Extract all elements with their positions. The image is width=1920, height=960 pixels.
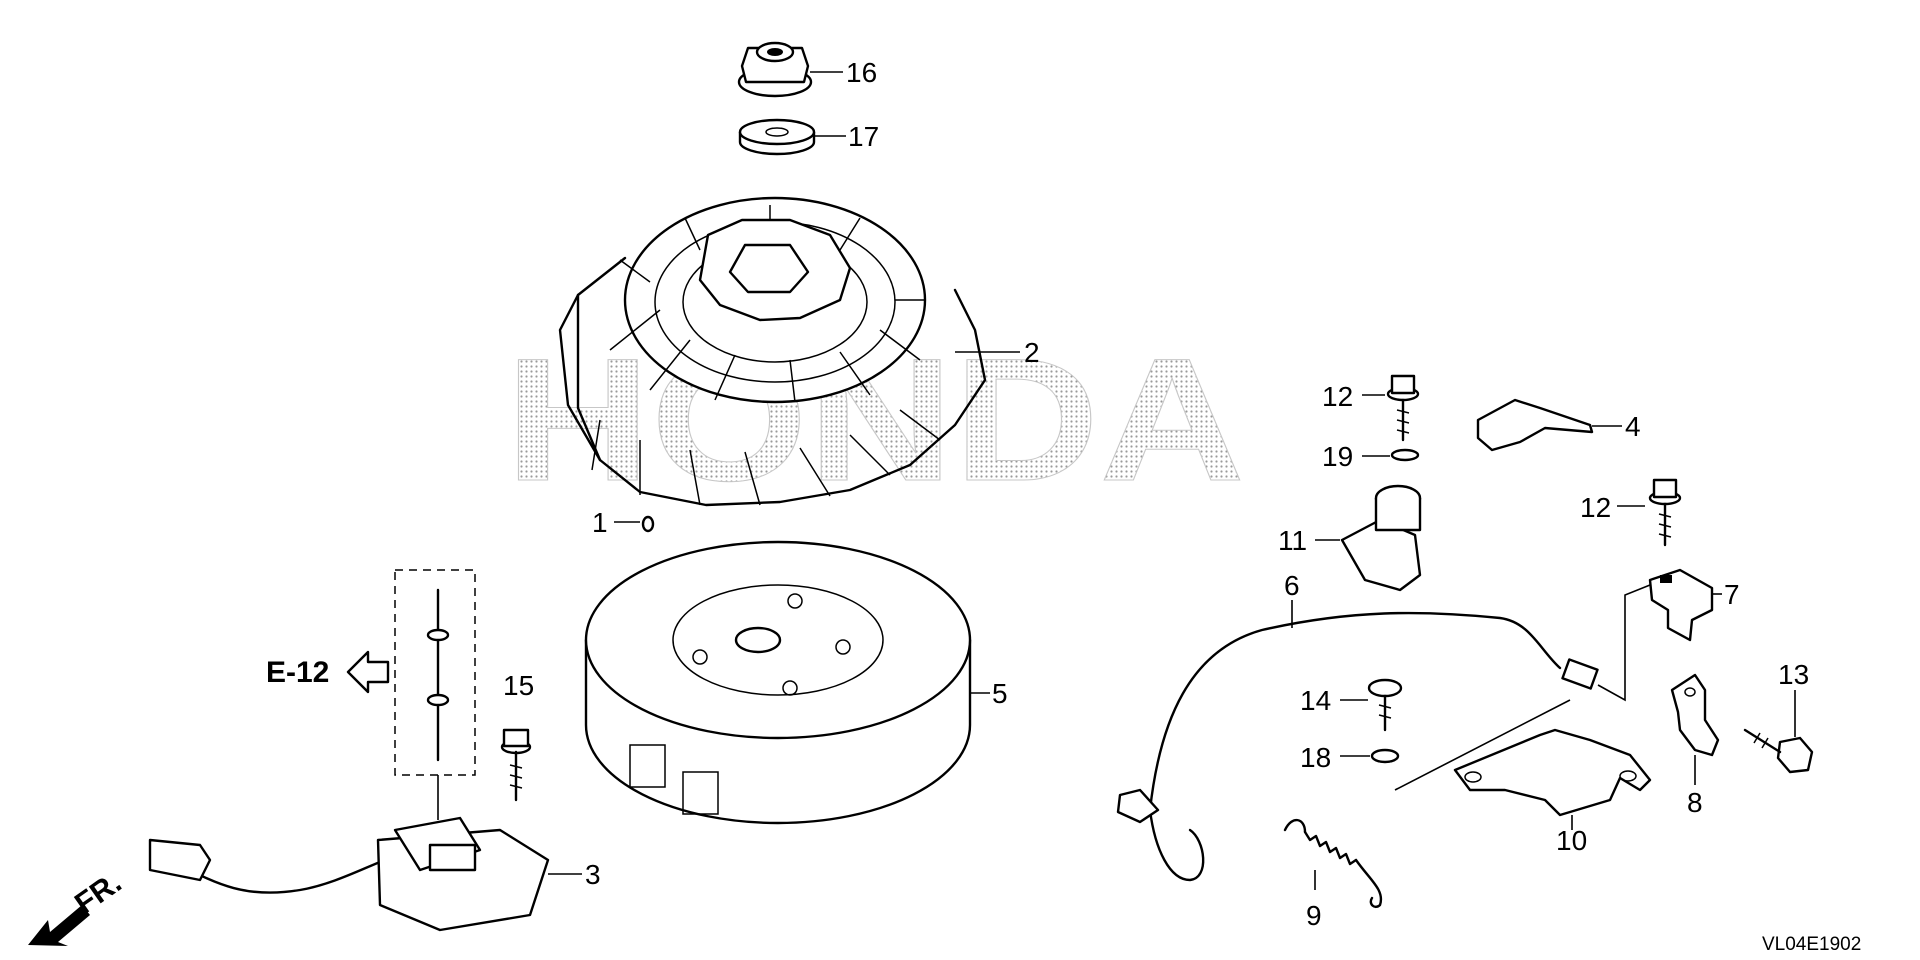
coil-bolt-part[interactable] (500, 728, 532, 802)
callout-19: 19 (1322, 441, 1353, 472)
callout-11: 11 (1278, 525, 1307, 556)
bracket-part-8[interactable] (1670, 673, 1720, 757)
callout-17: 17 (848, 121, 879, 152)
callout-12-upper: 12 (1322, 381, 1353, 412)
cooling-fan-part[interactable] (558, 196, 987, 507)
bolt-part-upper[interactable] (1386, 374, 1420, 442)
callout-16: 16 (846, 57, 877, 88)
stud-bolt-part[interactable] (426, 588, 450, 762)
stop-plate-part[interactable] (1453, 728, 1652, 817)
flange-nut-part[interactable] (737, 41, 813, 98)
callout-7: 7 (1724, 579, 1740, 610)
ignition-coil-part[interactable] (148, 816, 550, 932)
bracket-part-7[interactable] (1648, 568, 1714, 642)
callout-2: 2 (1024, 337, 1040, 368)
callout-13: 13 (1778, 659, 1809, 690)
callout-4: 4 (1625, 411, 1641, 442)
callout-12-lower: 12 (1580, 492, 1611, 523)
key-part[interactable] (641, 515, 655, 533)
stud-bolt-box (394, 569, 476, 776)
callout-8: 8 (1687, 787, 1703, 818)
bolt-part-lower[interactable] (1648, 478, 1682, 547)
callout-1: 1 (592, 507, 608, 538)
callout-14: 14 (1300, 685, 1331, 716)
wire-harness-part[interactable] (1116, 584, 1651, 882)
clip-part[interactable] (1476, 398, 1594, 452)
flywheel-part[interactable] (584, 540, 972, 825)
switch-part[interactable] (1340, 484, 1422, 592)
callout-10: 10 (1556, 825, 1587, 856)
front-direction-arrow (28, 905, 90, 946)
callout-9: 9 (1306, 900, 1322, 931)
screw-part[interactable] (1367, 678, 1403, 732)
reference-label: E-12 (266, 656, 329, 689)
washer-part[interactable] (738, 118, 816, 156)
callout-3: 3 (585, 859, 601, 890)
callout-6: 6 (1284, 570, 1300, 601)
spring-part[interactable] (1283, 818, 1383, 909)
drawing-code: VL04E1902 (1762, 934, 1861, 955)
callout-15: 15 (503, 670, 534, 701)
bolt-part-13[interactable] (1743, 728, 1814, 774)
callout-5: 5 (992, 678, 1008, 709)
washer-part-18[interactable] (1370, 748, 1400, 764)
washer-part-19[interactable] (1390, 448, 1420, 462)
reference-arrow[interactable] (346, 650, 390, 694)
callout-18: 18 (1300, 742, 1331, 773)
